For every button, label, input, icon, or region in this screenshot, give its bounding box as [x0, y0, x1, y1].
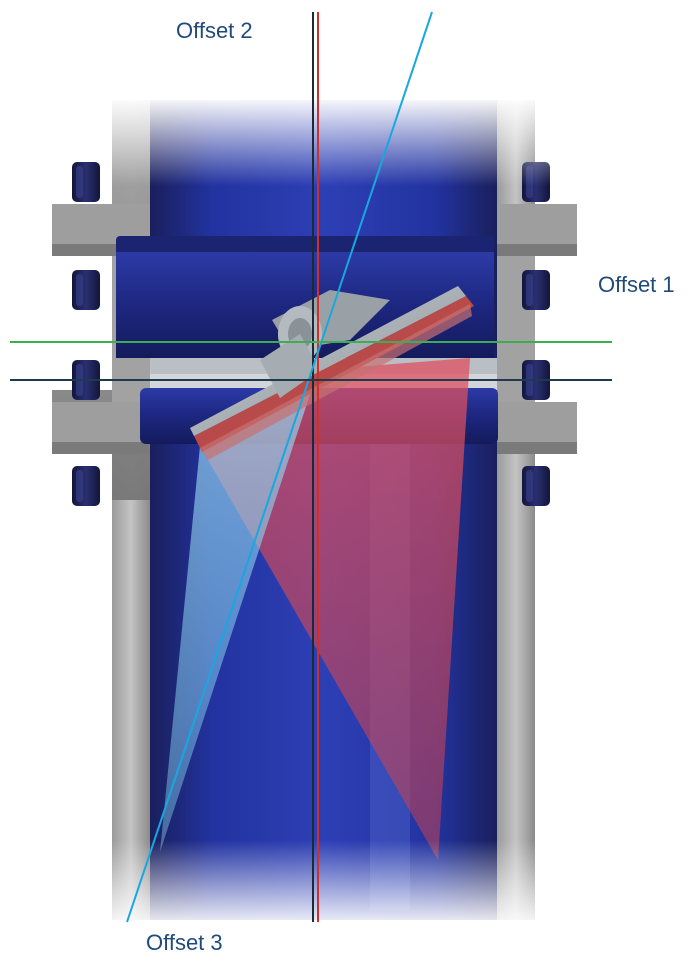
cyan-projection-cone — [160, 370, 318, 852]
pipe-fade-top — [100, 96, 550, 186]
offset-reference-lines — [10, 11, 612, 923]
flange-right — [497, 204, 577, 454]
pipe-fade-bottom — [100, 840, 550, 930]
offset-3-line — [126, 11, 433, 923]
offset-1-label: Offset 1 — [598, 272, 675, 297]
offset-3-label: Offset 3 — [146, 930, 223, 955]
offset-2-label: Offset 2 — [176, 18, 253, 43]
